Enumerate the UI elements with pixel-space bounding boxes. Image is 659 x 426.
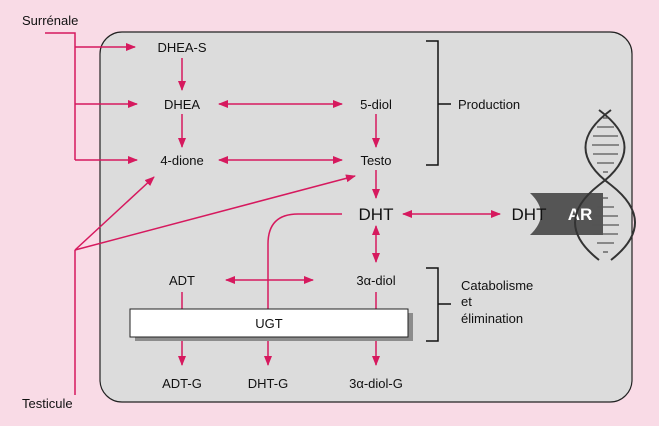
node-adt: ADT [169, 273, 195, 288]
node-dhea: DHEA [164, 97, 200, 112]
surrenale-trunk [45, 32, 76, 160]
receptor-shape [530, 193, 603, 235]
node-diol3ag: 3α-diol-G [349, 376, 403, 391]
pathway-arrows [178, 58, 501, 366]
phase-catabolism-line1: Catabolisme [461, 278, 533, 293]
source-testicule: Testicule [22, 396, 73, 411]
phase-catabolism-line3: élimination [461, 311, 523, 326]
node-dione4: 4-dione [160, 153, 203, 168]
node-dht: DHT [359, 205, 394, 224]
androgen-receptor: DHT AR [512, 193, 603, 235]
phase-production: Production [458, 97, 520, 112]
source-surrenale: Surrénale [22, 13, 78, 28]
surrenale-arrows [45, 32, 138, 164]
node-dheas: DHEA-S [157, 40, 206, 55]
production-bracket [426, 40, 439, 166]
node-diol5: 5-diol [360, 97, 392, 112]
receptor-dht-label: DHT [512, 205, 547, 224]
node-adtg: ADT-G [162, 376, 202, 391]
node-testo: Testo [360, 153, 391, 168]
arrow-testicule-to-testo [74, 174, 356, 251]
ugt-bar [129, 308, 409, 338]
arrow-testicule-to-dione4 [74, 176, 155, 251]
receptor-ar-label: AR [568, 205, 593, 224]
line-dht-to-ugt [267, 213, 342, 310]
node-dhtg: DHT-G [248, 376, 288, 391]
ugt-label: UGT [255, 316, 283, 331]
dna-helix-icon [574, 109, 636, 261]
testicule-arrows [74, 174, 356, 395]
node-diol3a: 3α-diol [356, 273, 395, 288]
phase-catabolism-line2: et [461, 294, 472, 309]
